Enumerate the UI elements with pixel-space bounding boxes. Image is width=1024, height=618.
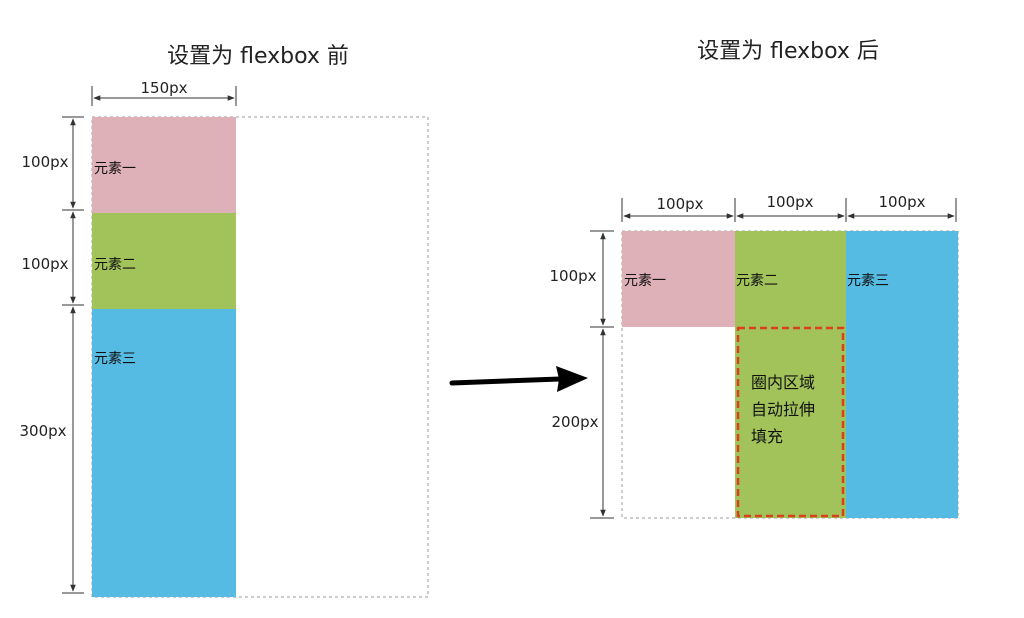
before-element-three-label: 元素三 (94, 351, 136, 367)
after-element-one-box (622, 231, 735, 327)
after-element-two-box (735, 231, 846, 518)
after-width-label-2: 100px (766, 193, 813, 211)
after-diagram: 设置为 flexbox 后 元素一 元素二 元素三 圈内区域 自动拉伸 填充 1… (548, 39, 959, 519)
before-diagram: 设置为 flexbox 前 元素一 元素二 元素三 150px (16, 44, 429, 598)
transition-arrow (449, 366, 588, 392)
before-element-one-label: 元素一 (94, 161, 136, 177)
after-element-three-label: 元素三 (847, 273, 889, 289)
after-width-label-3: 100px (878, 193, 925, 211)
after-element-three-box (846, 231, 958, 518)
before-element-one-box (92, 117, 236, 213)
before-title: 设置为 flexbox 前 (167, 44, 349, 69)
before-height-dimensions: 100px 100px 300px (16, 116, 84, 594)
after-height-dimensions: 100px 200px (548, 230, 614, 519)
stretch-note-line-1: 圈内区域 (751, 373, 815, 392)
after-width-label-1: 100px (656, 195, 703, 213)
before-element-two-box (92, 213, 236, 309)
before-height-label-3: 300px (19, 422, 66, 440)
after-element-one-label: 元素一 (624, 273, 666, 289)
before-height-label-2: 100px (21, 255, 68, 273)
after-element-two-label: 元素二 (736, 273, 778, 289)
stretch-note-line-3: 填充 (751, 427, 783, 446)
before-width-dimension: 150px (91, 79, 237, 106)
before-element-three-box (92, 309, 236, 597)
after-width-dimensions: 100px 100px 100px (621, 193, 957, 222)
before-element-two-label: 元素二 (94, 257, 136, 273)
before-height-label-1: 100px (21, 153, 68, 171)
after-height-label-1: 100px (549, 267, 596, 285)
stretch-highlight-box (736, 326, 845, 518)
after-height-label-2: 200px (551, 413, 598, 431)
before-width-label: 150px (140, 79, 187, 97)
stretch-note-line-2: 自动拉伸 (751, 400, 815, 419)
after-title: 设置为 flexbox 后 (697, 39, 879, 64)
